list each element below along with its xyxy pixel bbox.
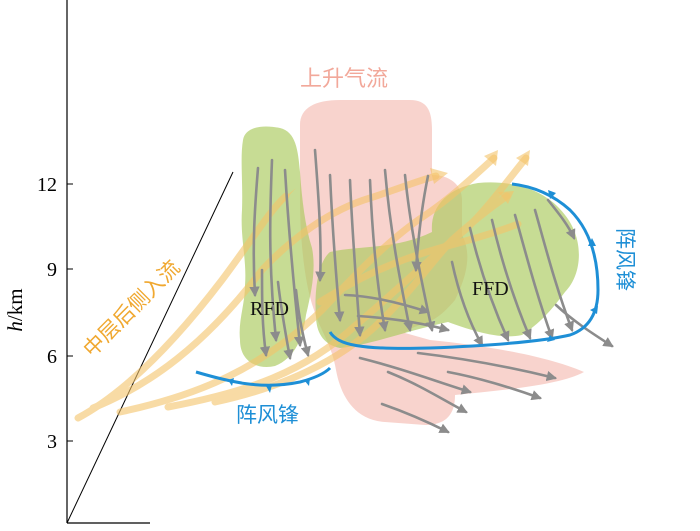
stream-center-2 bbox=[328, 173, 345, 323]
stream-ffd-1 bbox=[450, 260, 484, 347]
stream-rfd-1 bbox=[249, 166, 260, 298]
gust-front-left bbox=[195, 366, 332, 393]
y-axis-label: h/km bbox=[3, 288, 27, 331]
tick-label-3: 3 bbox=[47, 431, 57, 453]
stream-ffd-6 bbox=[546, 198, 576, 240]
stream-low-3 bbox=[380, 402, 450, 434]
tick-label-9: 9 bbox=[47, 259, 57, 281]
stream-ffd-4 bbox=[513, 213, 555, 340]
stream-low-2 bbox=[386, 370, 468, 414]
y-axis-label-var: h bbox=[3, 321, 27, 332]
stream-low-4 bbox=[416, 351, 558, 382]
stream-ffd-2 bbox=[468, 226, 510, 342]
stream-rfd-3 bbox=[283, 168, 305, 348]
stream-ffd-3 bbox=[490, 218, 532, 340]
stream-ffd-8 bbox=[411, 174, 430, 273]
stream-center-7 bbox=[343, 293, 430, 315]
stream-center-8 bbox=[356, 314, 451, 333]
stream-rfd-2 bbox=[268, 158, 281, 343]
inflow-arrowheads bbox=[278, 150, 530, 208]
gust-front-left-label: 阵风锋 bbox=[236, 403, 299, 427]
y-axis-label-unit: /km bbox=[3, 288, 27, 321]
gust-front-right bbox=[328, 182, 600, 350]
inflow-arrow-1 bbox=[74, 192, 290, 422]
stream-rfd-6 bbox=[294, 288, 311, 358]
stream-ffd-7 bbox=[554, 303, 614, 348]
axes: 3 6 9 12 h/km bbox=[3, 0, 234, 524]
stream-low-1 bbox=[358, 356, 472, 395]
tick-label-12: 12 bbox=[37, 174, 57, 196]
gust-front-right-label: 阵风锋 bbox=[613, 228, 637, 291]
stream-center-1 bbox=[313, 148, 326, 283]
stream-center-5 bbox=[383, 168, 414, 333]
ffd-label: FFD bbox=[472, 278, 509, 300]
stream-rfd-5 bbox=[276, 280, 294, 361]
rfd-label: RFD bbox=[250, 298, 289, 320]
stream-low-5 bbox=[446, 370, 542, 401]
stream-center-4 bbox=[368, 178, 389, 333]
stream-rfd-4 bbox=[259, 268, 271, 358]
inflow-arrow-2 bbox=[89, 172, 440, 412]
tick-label-6: 6 bbox=[47, 346, 57, 368]
inflow-arrows bbox=[74, 154, 530, 422]
updraft-label: 上升气流 bbox=[300, 67, 388, 92]
streamlines bbox=[249, 148, 614, 434]
diagonal-line bbox=[66, 171, 234, 524]
